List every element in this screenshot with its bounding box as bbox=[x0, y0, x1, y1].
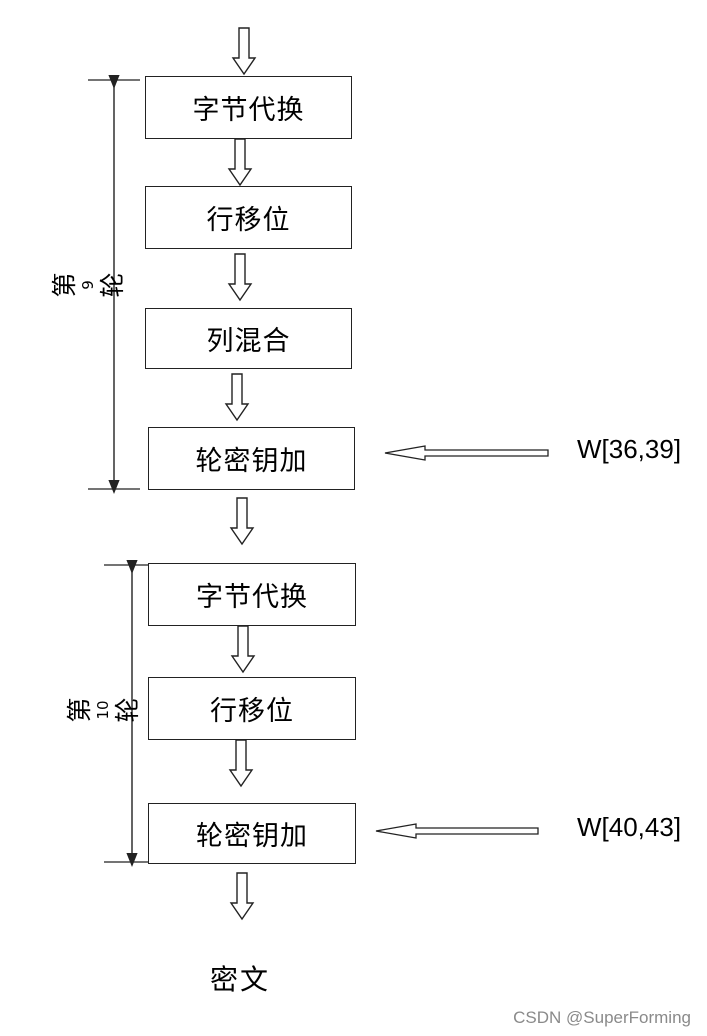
round9-bracket bbox=[88, 75, 140, 494]
round10-key-label: W[40,43] bbox=[577, 812, 682, 842]
step-box-shiftrows-r10: 行移位 bbox=[148, 677, 356, 740]
down-arrow-r9-2 bbox=[228, 253, 252, 301]
round-number: 10 bbox=[94, 700, 112, 720]
step-label: 轮密钥加 bbox=[196, 821, 308, 852]
step-label: 字节代换 bbox=[196, 582, 308, 613]
down-arrow-r9-3 bbox=[225, 373, 249, 421]
round10-label: 第 10 轮 bbox=[65, 690, 157, 730]
down-arrow-between-rounds bbox=[230, 497, 254, 545]
down-arrow-output bbox=[230, 872, 254, 920]
round-label-suffix: 轮 bbox=[113, 697, 142, 723]
step-box-shiftrows-r9: 行移位 bbox=[145, 186, 352, 249]
down-arrow-r10-2 bbox=[229, 739, 253, 787]
round-label-prefix: 第 bbox=[50, 272, 79, 298]
step-label: 行移位 bbox=[206, 205, 291, 236]
step-box-subbytes-r9: 字节代换 bbox=[145, 76, 352, 139]
round-label-prefix: 第 bbox=[65, 697, 94, 723]
step-label: 行移位 bbox=[210, 696, 294, 727]
key-arrow-round9 bbox=[384, 445, 549, 461]
step-box-addroundkey-r10: 轮密钥加 bbox=[148, 803, 356, 864]
step-label: 轮密钥加 bbox=[195, 446, 308, 477]
step-box-mixcolumns-r9: 列混合 bbox=[145, 308, 352, 369]
step-label: 字节代换 bbox=[192, 95, 305, 126]
round9-key-label: W[36,39] bbox=[577, 434, 682, 464]
ciphertext-label: 密文 bbox=[210, 963, 271, 996]
step-label: 列混合 bbox=[206, 326, 291, 357]
round9-label: 第 9 轮 bbox=[50, 265, 132, 305]
step-box-addroundkey-r9: 轮密钥加 bbox=[148, 427, 355, 490]
down-arrow-r9-1 bbox=[228, 138, 252, 186]
round-label-suffix: 轮 bbox=[98, 272, 127, 298]
round-number: 9 bbox=[79, 280, 97, 290]
down-arrow-r10-1 bbox=[231, 625, 255, 673]
watermark: CSDN @SuperForming bbox=[513, 1008, 691, 1027]
step-box-subbytes-r10: 字节代换 bbox=[148, 563, 356, 626]
down-arrow-input bbox=[232, 27, 256, 75]
key-arrow-round10 bbox=[375, 823, 539, 839]
round10-bracket bbox=[104, 560, 150, 867]
